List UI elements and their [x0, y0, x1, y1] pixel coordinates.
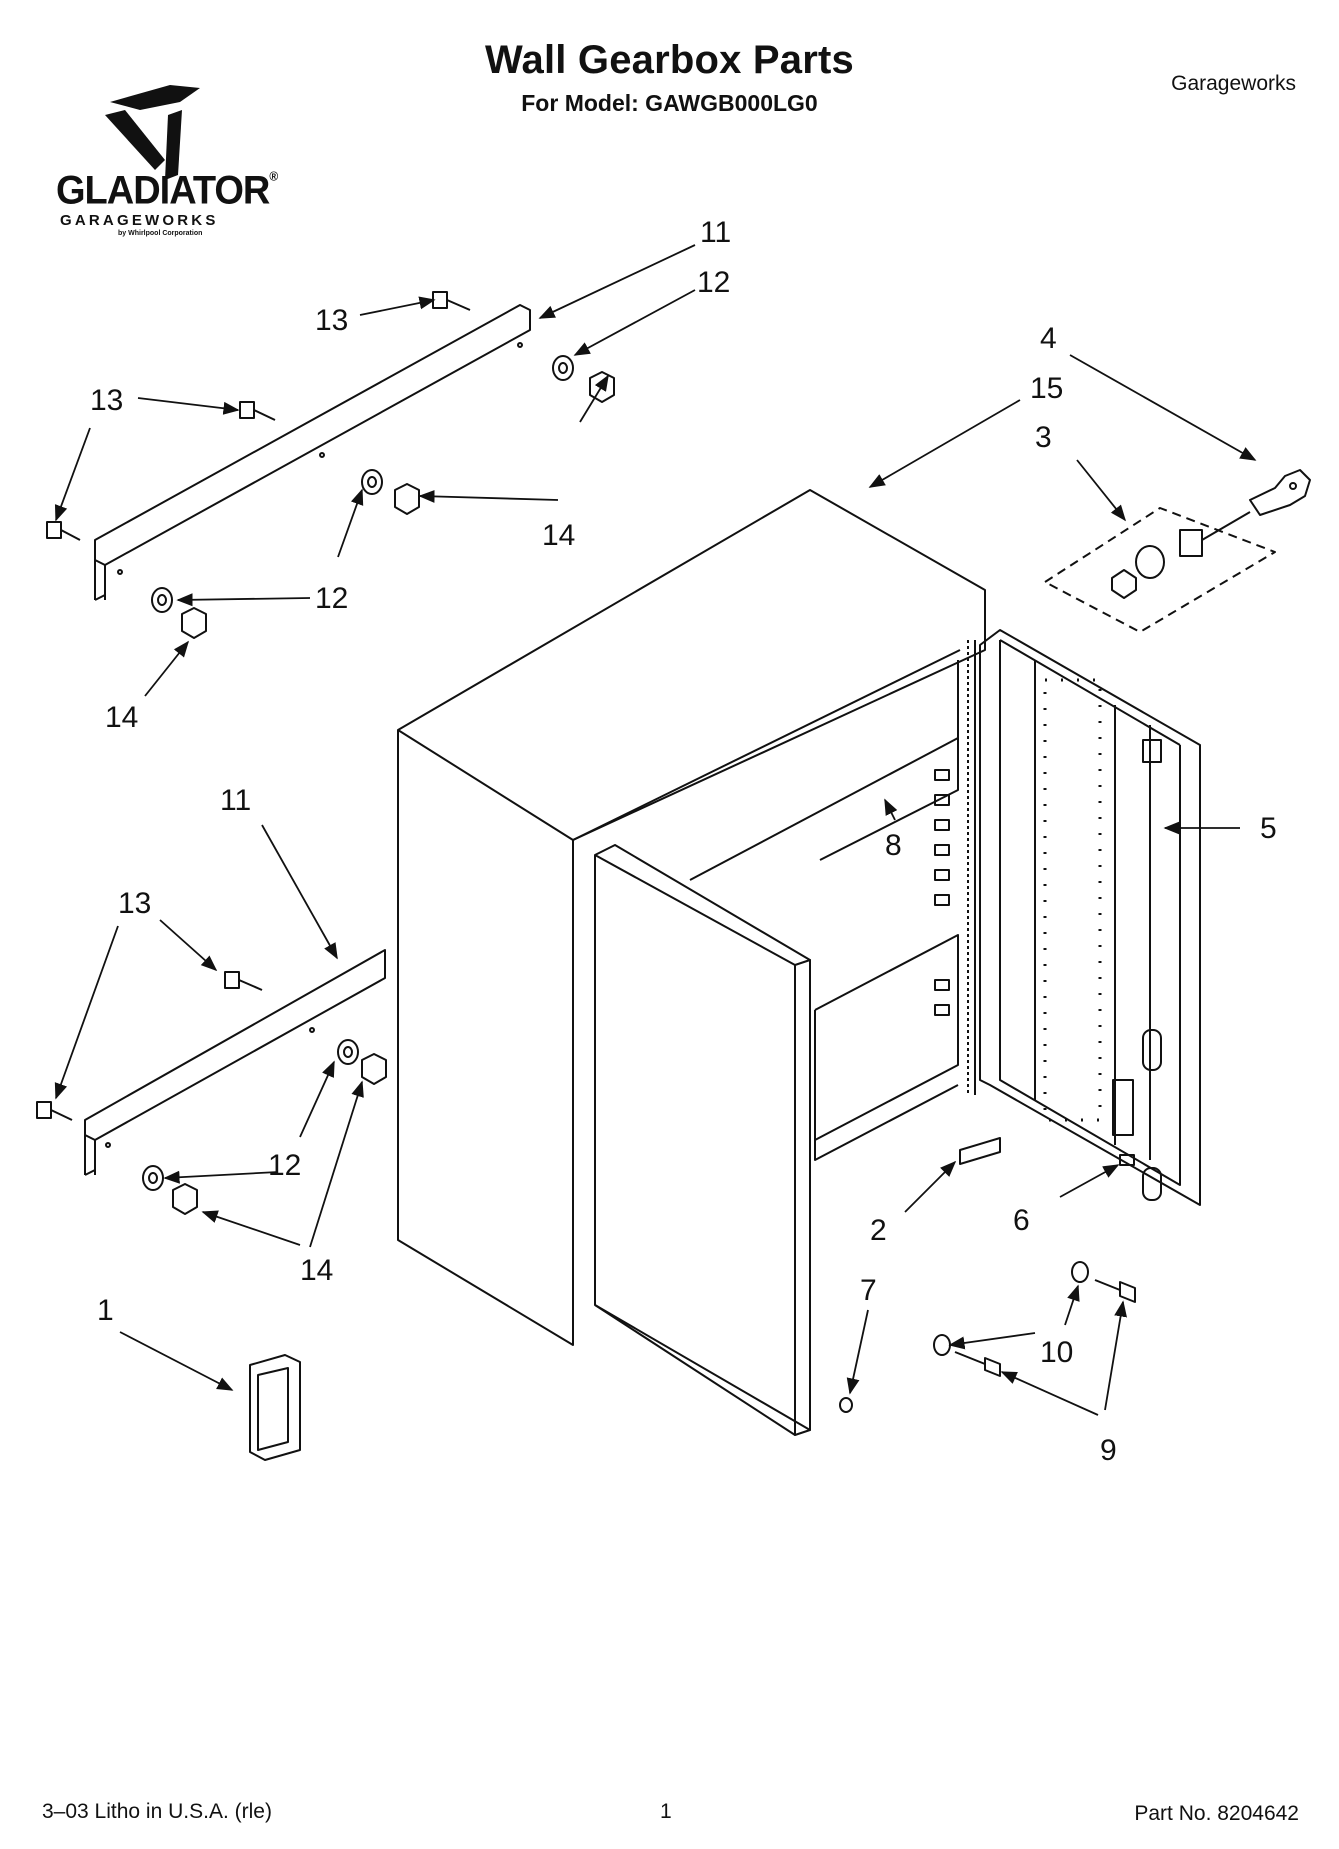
- model-subtitle: For Model: GAWGB000LG0: [521, 90, 818, 116]
- door-handle: [249, 1354, 301, 1461]
- callout-labels: 11 12 13 13 14 12 14 4 15 3 5 8 11 13 12…: [90, 216, 1277, 1467]
- callout-14: 14: [105, 701, 138, 734]
- callout-8: 8: [885, 829, 902, 862]
- callout-13: 13: [315, 304, 348, 337]
- washer-12a: [552, 355, 574, 381]
- callout-14: 14: [300, 1254, 333, 1287]
- screw-13c: [46, 521, 81, 541]
- callout-10: 10: [1040, 1336, 1073, 1369]
- logo-blade-right: [165, 110, 182, 180]
- logo-blade-top: [110, 85, 200, 110]
- door-stop: [839, 1397, 853, 1413]
- lower-hinge: [1142, 1167, 1162, 1201]
- callout-7: 7: [860, 1274, 877, 1307]
- nut-14e: [172, 1183, 198, 1215]
- callout-13: 13: [118, 887, 151, 920]
- callout-11: 11: [220, 784, 251, 817]
- logo-subline: GARAGEWORKS: [60, 212, 219, 229]
- callout-2: 2: [870, 1214, 887, 1247]
- cabinet-body: [397, 489, 986, 1346]
- hinge-pin-upper: [1071, 1261, 1136, 1303]
- callout-5: 5: [1260, 812, 1277, 845]
- door-label: [1112, 1079, 1134, 1136]
- latch: [1142, 1029, 1162, 1071]
- strike-plate: [1119, 1154, 1135, 1166]
- callout-14: 14: [542, 519, 575, 552]
- washer-12d: [337, 1039, 359, 1065]
- callout-12: 12: [315, 582, 348, 615]
- nut-14a: [589, 371, 615, 403]
- lock-assembly: [1044, 507, 1276, 633]
- callout-3: 3: [1035, 421, 1052, 454]
- upper-mounting-rail: [94, 304, 531, 601]
- nut-14d: [361, 1053, 387, 1085]
- shelf-pegs: [934, 769, 950, 1016]
- page-number: 1: [660, 1800, 672, 1823]
- hinge-pin-lower: [933, 1334, 1001, 1377]
- left-door: [594, 844, 811, 1436]
- brand-label: Garageworks: [1171, 72, 1296, 95]
- callout-9: 9: [1100, 1434, 1117, 1467]
- logo-byline: by Whirlpool Corporation: [118, 230, 203, 237]
- logo-wordmark: GLADIATOR®: [56, 168, 278, 214]
- screw-13e: [36, 1101, 73, 1121]
- screw-13d: [224, 971, 263, 991]
- gladiator-logo-icon: [105, 85, 200, 180]
- door-bumper: [959, 1137, 1001, 1165]
- right-door: [967, 629, 1201, 1206]
- nut-14c: [181, 607, 207, 639]
- cabinet-interior: [689, 660, 959, 1161]
- cabinet-key: [1249, 469, 1311, 516]
- washer-12c: [151, 587, 173, 613]
- washer-12b: [361, 469, 383, 495]
- nut-14b: [394, 483, 420, 515]
- part-number: Part No. 8204642: [1134, 1802, 1299, 1825]
- screw-13a: [432, 291, 471, 311]
- washer-12e: [142, 1165, 164, 1191]
- logo-blade-left: [105, 110, 165, 170]
- footer-litho: 3–03 Litho in U.S.A. (rle): [42, 1800, 272, 1823]
- callout-11: 11: [700, 216, 731, 249]
- callout-13: 13: [90, 384, 123, 417]
- lower-mounting-rail: [84, 949, 386, 1176]
- upper-hinge: [1142, 739, 1162, 763]
- callout-4: 4: [1040, 322, 1057, 355]
- screw-13b: [239, 401, 276, 421]
- callout-15: 15: [1030, 372, 1063, 405]
- page-title: Wall Gearbox Parts: [485, 38, 854, 82]
- callout-6: 6: [1013, 1204, 1030, 1237]
- leader-lines: [54, 244, 1257, 1416]
- callout-12: 12: [268, 1149, 301, 1182]
- callout-1: 1: [97, 1294, 114, 1327]
- callout-12: 12: [697, 266, 730, 299]
